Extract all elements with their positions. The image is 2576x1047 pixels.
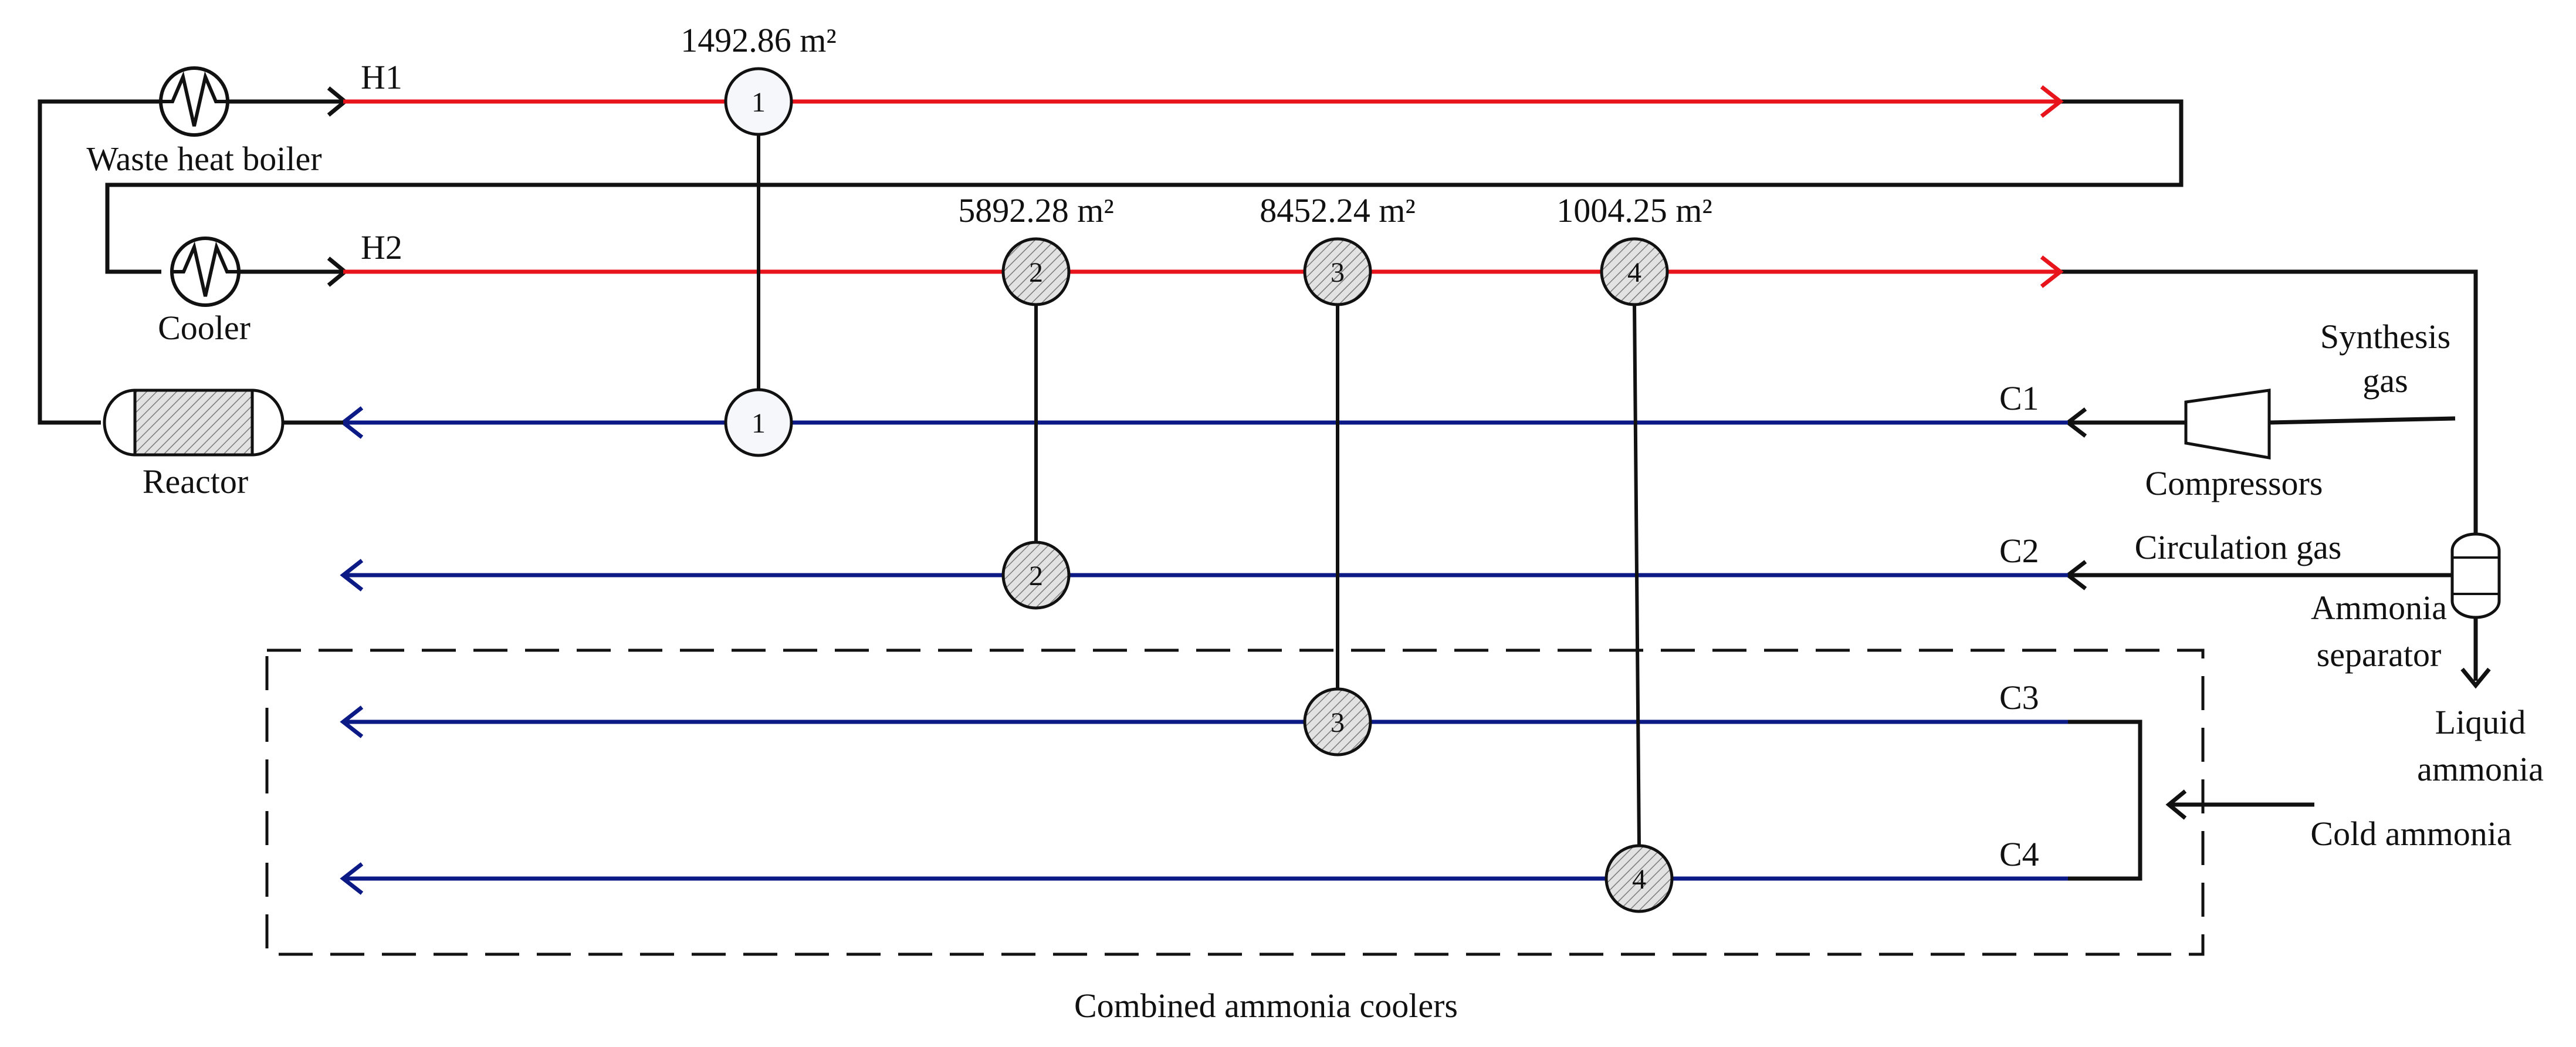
matches-layer — [757, 134, 1641, 846]
hot-stream-arrowhead — [2040, 255, 2064, 288]
exchanger-node-circle — [1001, 541, 1071, 610]
synthesis-gas-label-line1: Synthesis — [2320, 318, 2450, 356]
nodes-layer: 1 1 1492.86 m² 2 2 5892.28 m² 3 3 8452.24 m² 4 4 10… — [681, 21, 1712, 913]
c3-c4-cold-ammonia-manifold — [2042, 720, 2142, 881]
circulation-gas-label: Circulation gas — [2135, 528, 2342, 566]
exchanger-1-hot-node: 1 — [724, 67, 793, 136]
exchanger-area-label-3: 8452.24 m² — [1260, 191, 1416, 229]
ammonia-separator-icon — [2450, 532, 2501, 619]
exchanger-3-cold-node: 3 — [1303, 687, 1372, 756]
liquid-ammonia-label-line2: ammonia — [2417, 750, 2544, 788]
exchanger-area-label-1: 1492.86 m² — [681, 21, 837, 59]
cold-stream-label: C4 — [1999, 835, 2039, 873]
process-piping — [38, 99, 2478, 881]
exchanger-node-number: 4 — [1627, 257, 1641, 288]
h1-outlet-to-h2-inlet-pipe — [105, 99, 2184, 274]
exchanger-node-circle — [724, 67, 793, 136]
synthesis-gas-feed-pipe — [2269, 416, 2456, 425]
cooler-label: Cooler — [158, 309, 251, 347]
cold-stream-c4: C4 — [340, 835, 2068, 895]
waste-heat-boiler-label: Waste heat boiler — [86, 140, 321, 178]
cold-stream-label: C2 — [1999, 532, 2039, 570]
ammonia-separator-label-line2: separator — [2317, 636, 2442, 674]
cold-stream-c3: C3 — [340, 678, 2068, 738]
waste-heat-boiler: Waste heat boiler — [86, 66, 343, 178]
combined-ammonia-coolers-label: Combined ammonia coolers — [1074, 987, 1458, 1025]
compressor: Compressors — [2145, 389, 2323, 502]
exchanger-node-circle — [1600, 237, 1669, 306]
exchanger-node-number: 3 — [1331, 707, 1345, 738]
exchanger-node-number: 2 — [1029, 560, 1043, 592]
cooler: Cooler — [158, 237, 343, 347]
waste-heat-boiler-zigzag — [161, 71, 228, 127]
exchanger-4-cold-node: 4 — [1605, 844, 1674, 913]
exchanger-3-hot-node: 3 — [1303, 237, 1372, 306]
cold-stream-arrowhead — [340, 559, 364, 592]
exchanger-area-label-2: 5892.28 m² — [958, 191, 1114, 229]
exchanger-node-circle — [1303, 687, 1372, 756]
exchanger-node-circle — [1605, 844, 1674, 913]
reactor: Reactor — [103, 389, 343, 501]
compressor-icon — [2184, 389, 2271, 460]
cooler-zigzag — [172, 241, 239, 297]
exchanger-2-cold-node: 2 — [1001, 541, 1071, 610]
match-line-4 — [1633, 304, 1641, 846]
liquid-ammonia-label-line1: Liquid — [2435, 703, 2526, 741]
combined-ammonia-coolers-box — [265, 649, 2205, 956]
exchanger-4-hot-node: 4 — [1600, 237, 1669, 306]
hot-stream-arrowhead — [2040, 85, 2064, 118]
cold-stream-c1: C1 — [340, 379, 2068, 439]
cold-stream-arrowhead — [340, 705, 364, 738]
synthesis-gas-label-line2: gas — [2362, 362, 2408, 400]
ammonia-separator-label-line1: Ammonia — [2311, 589, 2447, 627]
hot-stream-label: H1 — [361, 58, 402, 96]
cold-stream-label: C3 — [1999, 678, 2039, 717]
exchanger-node-number: 1 — [752, 87, 766, 118]
exchanger-node-number: 2 — [1029, 257, 1043, 288]
hot-stream-h1: H1 — [343, 58, 2064, 118]
compressors-label: Compressors — [2145, 464, 2323, 502]
exchanger-node-number: 3 — [1331, 257, 1345, 288]
ammonia-separator: Ammonia separator — [2311, 532, 2501, 674]
liquid-ammonia-arrowhead — [2460, 667, 2491, 689]
exchanger-2-hot-node: 2 — [1001, 237, 1071, 306]
reactor-label: Reactor — [143, 462, 248, 501]
cold-ammonia-arrowhead — [2165, 789, 2187, 820]
exchanger-1-cold-node: 1 — [724, 388, 793, 457]
hot-stream-label: H2 — [361, 228, 402, 266]
exchanger-node-circle — [1303, 237, 1372, 306]
exchanger-node-circle — [724, 388, 793, 457]
reactor-to-waste-heat-boiler-pipe — [38, 99, 161, 425]
exchanger-node-number: 1 — [752, 408, 766, 439]
reactor-catalyst-bed — [133, 389, 254, 457]
cold-stream-arrowhead — [340, 862, 364, 895]
exchanger-area-label-4: 1004.25 m² — [1556, 191, 1712, 229]
cold-stream-c2: C2 — [340, 532, 2068, 592]
cold-stream-label: C1 — [1999, 379, 2039, 417]
cold-ammonia-label: Cold ammonia — [2310, 815, 2511, 853]
exchanger-node-number: 4 — [1632, 864, 1646, 895]
hot-stream-h2: H2 — [343, 228, 2064, 288]
exchanger-node-circle — [1001, 237, 1071, 306]
h2-outlet-to-separator-pipe — [2060, 269, 2478, 534]
